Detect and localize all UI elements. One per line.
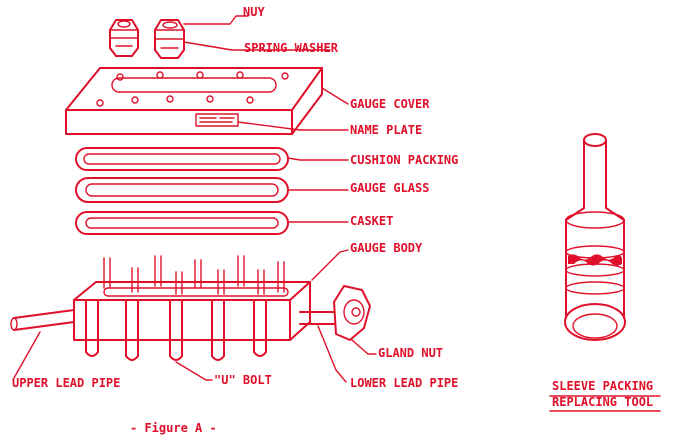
leader-lower-lead-pipe	[317, 325, 347, 383]
leader-nut	[183, 15, 249, 25]
label-gauge-glass: GAUGE GLASS	[350, 181, 429, 195]
label-cushion-packing: CUSHION PACKING	[350, 153, 458, 167]
gauge-glass	[75, 177, 289, 203]
leader-gauge-cover	[321, 87, 349, 105]
gland-nut	[333, 285, 371, 341]
figure-caption: - Figure A -	[130, 421, 217, 435]
label-spring-washer: SPRING WASHER	[244, 41, 339, 55]
leader-u-bolt	[175, 361, 213, 381]
label-u-bolt: "U" BOLT	[214, 373, 272, 387]
gauge-body	[73, 255, 311, 361]
nut-left	[109, 19, 139, 57]
label-gland-nut: GLAND NUT	[378, 346, 443, 360]
label-gasket: CASKET	[350, 214, 393, 228]
label-gauge-body: GAUGE BODY	[350, 241, 423, 255]
gasket	[75, 211, 289, 235]
label-lower-lead-pipe: LOWER LEAD PIPE	[350, 376, 458, 390]
leader-name-plate	[237, 121, 349, 131]
tool-label-line2: REPLACING TOOL	[552, 395, 653, 409]
tool-label-underline	[549, 395, 661, 412]
label-gauge-cover: GAUGE COVER	[350, 97, 430, 111]
label-upper-lead-pipe: UPPER LEAD PIPE	[12, 376, 120, 390]
leader-spring-washer	[183, 41, 331, 51]
label-name-plate: NAME PLATE	[350, 123, 422, 137]
leader-upper-lead-pipe	[13, 331, 41, 379]
leader-gland-nut	[351, 339, 377, 355]
nut-right	[154, 19, 185, 59]
upper-lead-pipe	[10, 309, 75, 331]
leader-cushion-packing	[287, 157, 349, 161]
lower-lead-pipe	[299, 311, 335, 325]
leader-gauge-body	[311, 249, 349, 281]
sleeve-packing-replacing-tool	[564, 133, 626, 341]
gauge-cover	[65, 67, 323, 135]
cushion-packing	[75, 147, 289, 171]
label-nut: NUY	[243, 5, 265, 19]
tool-label-line1: SLEEVE PACKING	[552, 379, 653, 393]
